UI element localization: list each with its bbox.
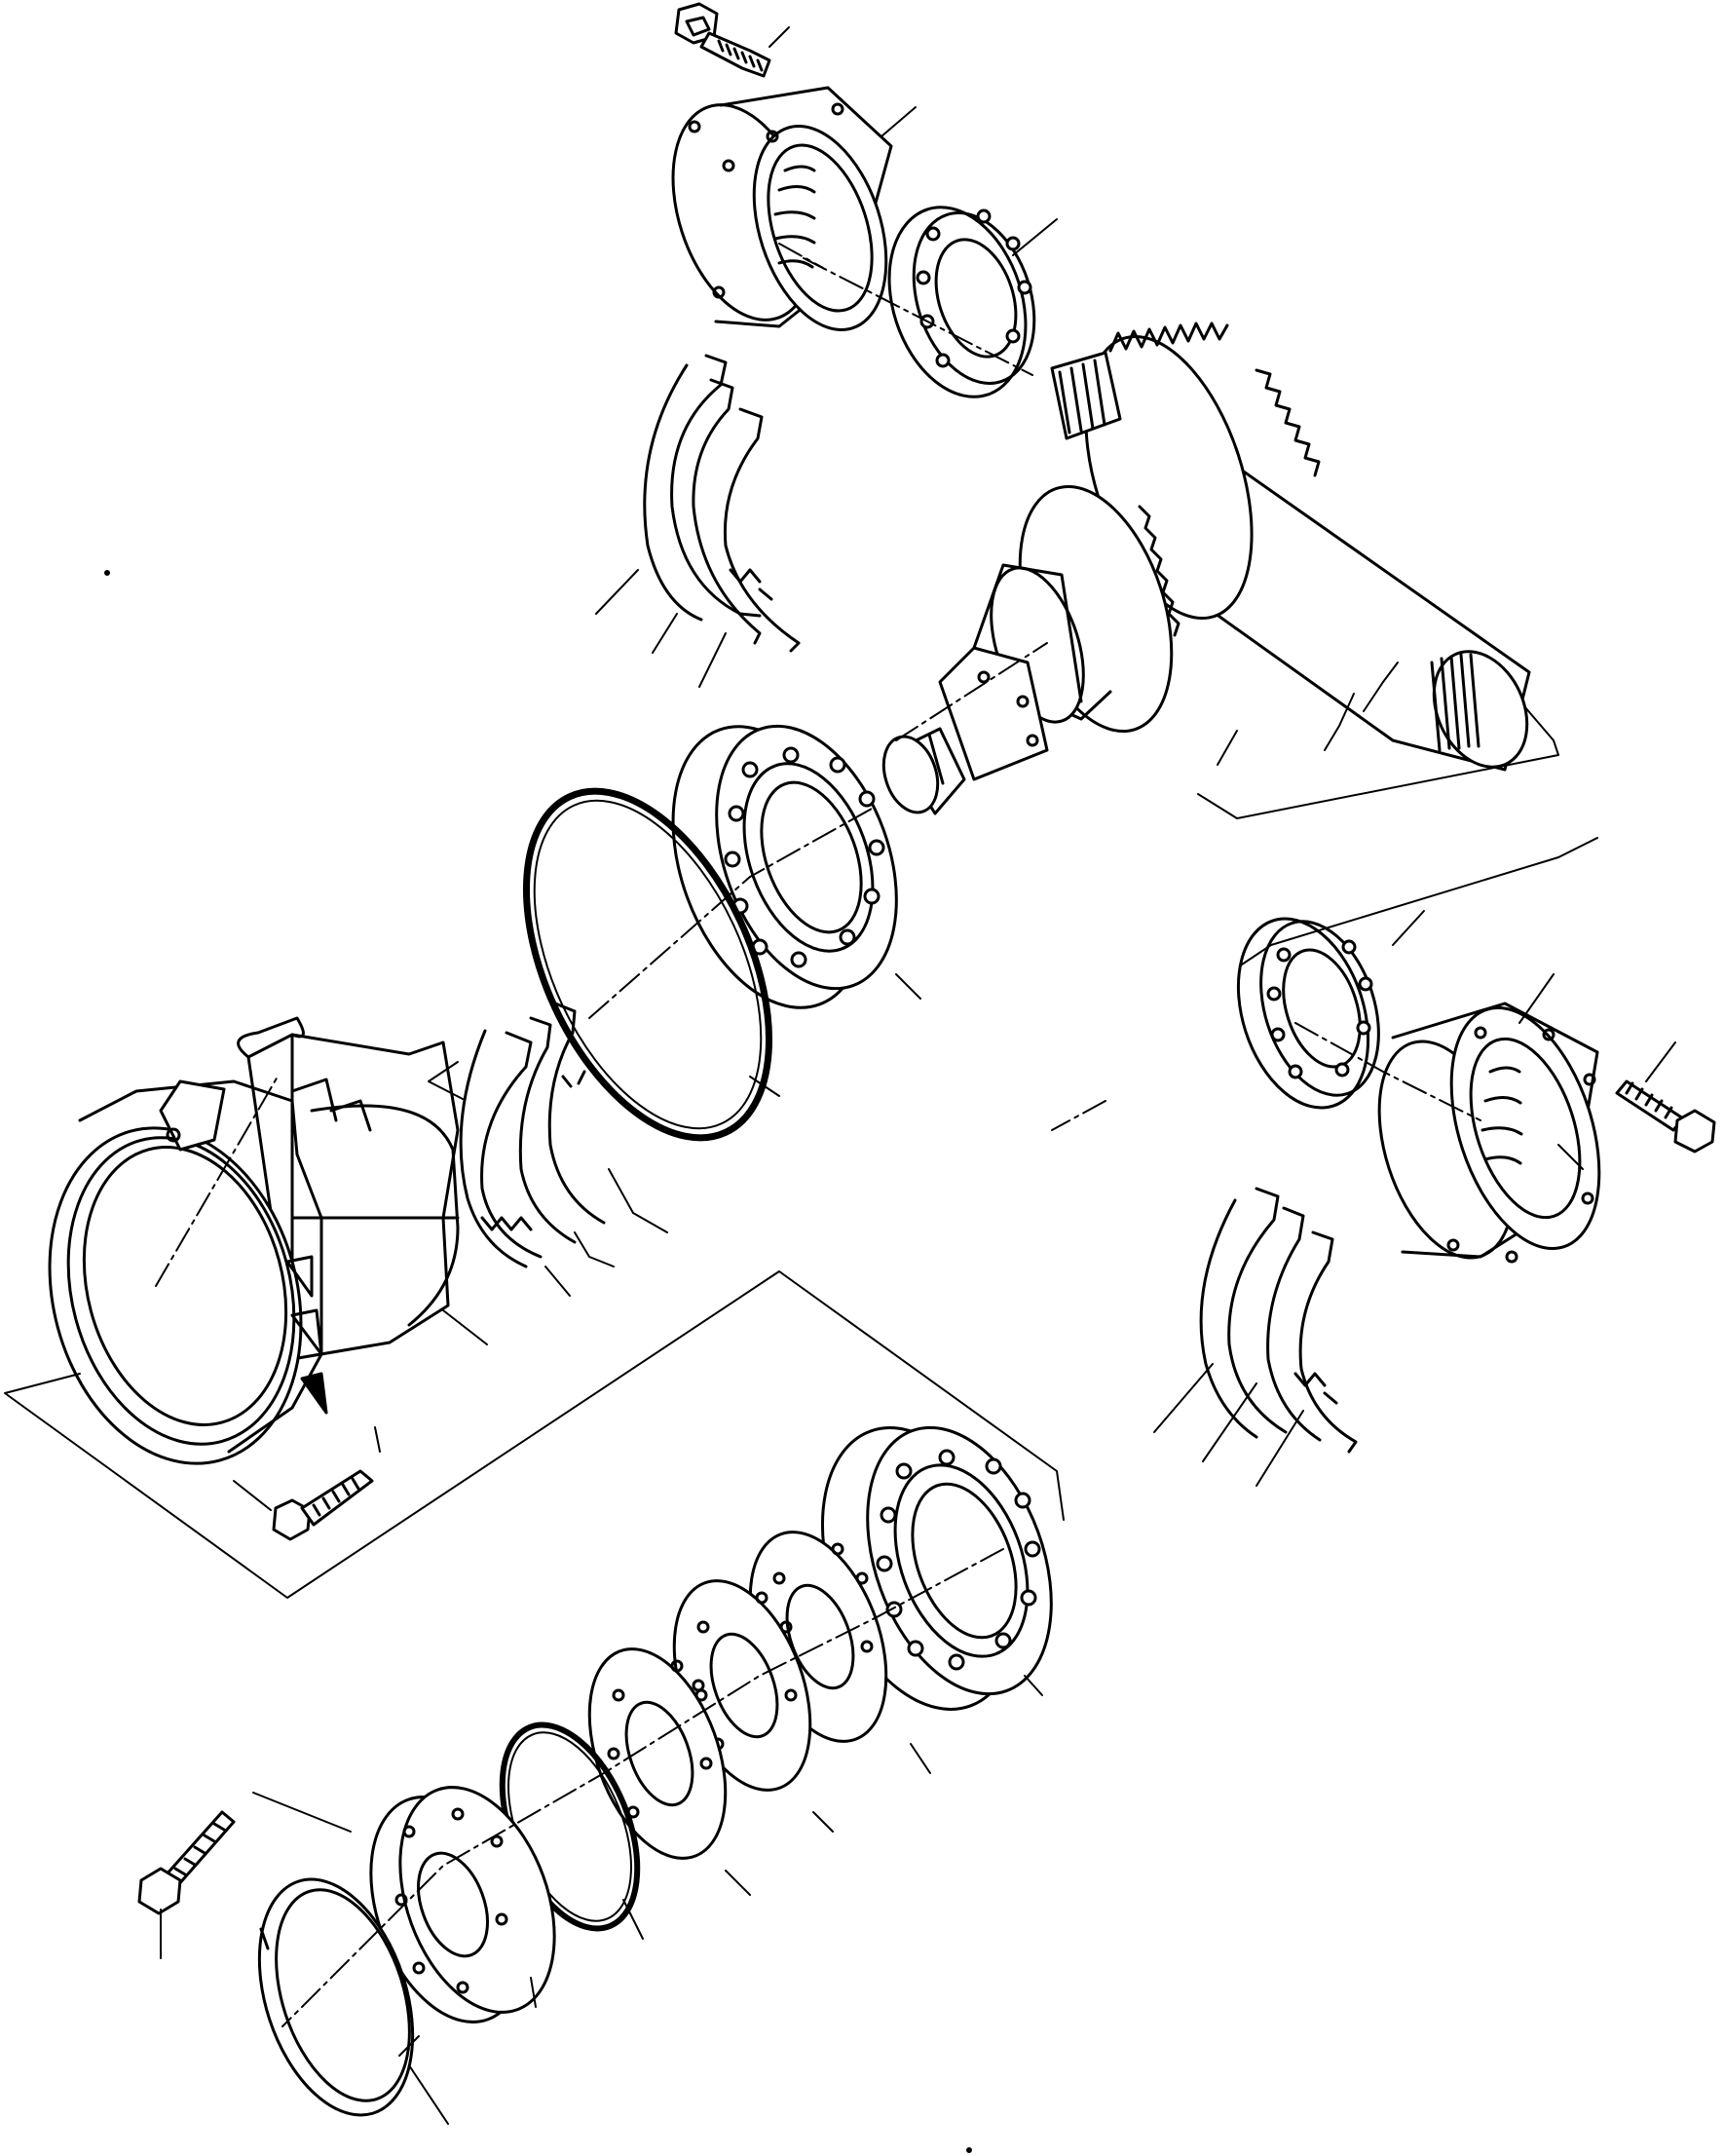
right-hex-flange-bolt: [1617, 1081, 1714, 1152]
right-shim-set: [1201, 1189, 1356, 1452]
scan-speck-left: [106, 572, 109, 575]
leader-lines: [161, 27, 1675, 2124]
top-bearing-cage: [648, 87, 910, 347]
top-shim-set: [645, 356, 799, 651]
center-hex-flange-bolt: [274, 1471, 372, 1539]
bottom-snap-ring: [232, 1860, 440, 2135]
scan-speck: [968, 2149, 971, 2152]
bottom-retainer-plate: [342, 1766, 582, 2044]
right-bearing-cage: [1354, 989, 1627, 1274]
center-axis-lines: [156, 244, 1480, 2026]
bottom-hex-flange-bolt: [139, 1812, 234, 1913]
center-shim-set: [461, 1003, 604, 1267]
bracket-lines: [5, 706, 1597, 1832]
center-o-ring: [477, 753, 819, 1175]
right-ball-bearing: [1216, 902, 1400, 1125]
top-ball-bearing: [866, 189, 1055, 414]
center-ball-bearing: [637, 700, 930, 1034]
differential-carrier-housing: [14, 1018, 458, 1492]
bevel-gear-pinion-shaft: [875, 316, 1545, 819]
top-hex-flange-bolt: [676, 4, 769, 76]
